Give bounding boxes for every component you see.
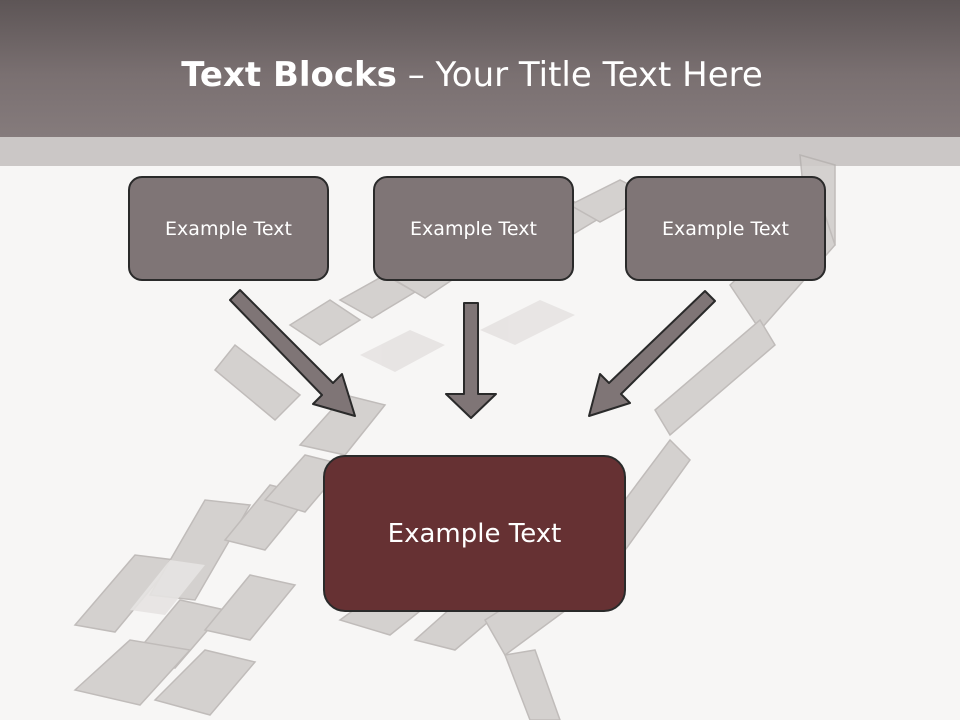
title-bold: Text Blocks xyxy=(181,55,397,95)
main-text-block-label: Example Text xyxy=(387,518,562,549)
main-text-block: Example Text xyxy=(323,455,626,612)
title-rest: Your Title Text Here xyxy=(435,55,763,95)
text-block-label: Example Text xyxy=(410,217,537,240)
left-arrow xyxy=(229,289,356,417)
text-block-label: Example Text xyxy=(662,217,789,240)
title-bar xyxy=(0,0,960,137)
right-arrow xyxy=(588,290,716,417)
center-arrow xyxy=(445,302,497,419)
text-block-2: Example Text xyxy=(373,176,574,281)
slide-title: Text Blocks – Your Title Text Here xyxy=(0,52,944,98)
title-dash: – xyxy=(396,55,436,95)
text-block-1: Example Text xyxy=(128,176,329,281)
text-block-label: Example Text xyxy=(165,217,292,240)
text-block-3: Example Text xyxy=(625,176,826,281)
